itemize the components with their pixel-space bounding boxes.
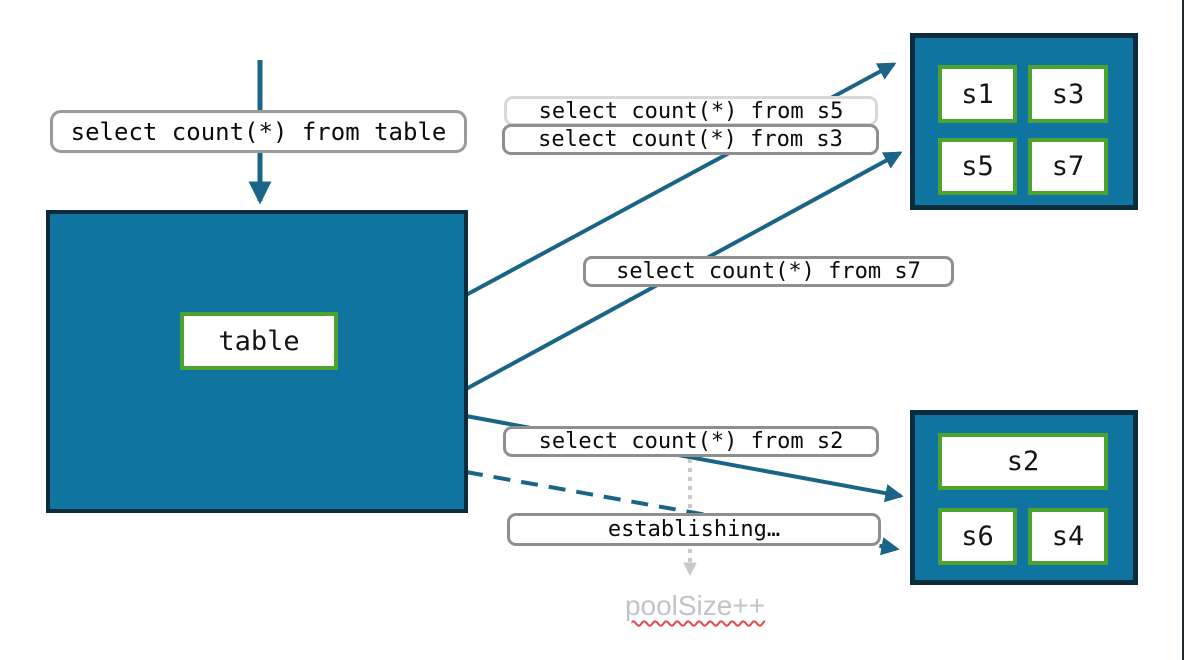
query-label-from-s2: select count(*) from s2 [503,426,879,457]
query-label-from-s7: select count(*) from s7 [583,256,954,287]
shard-s1: s1 [938,65,1017,123]
shard-s5: s5 [938,138,1017,195]
status-label-establishing: establishing… [507,513,881,546]
shard-group-odd: s1 s3 s5 s7 [910,33,1138,210]
shard-s3-label: s3 [1051,78,1085,110]
query-label-from-table: select count(*) from table [50,110,467,153]
shard-s7-label: s7 [1051,151,1085,182]
poolsize-annotation: poolSize++ [624,590,766,621]
shard-s2-label: s2 [1006,446,1040,477]
shard-s4-label: s4 [1051,521,1085,552]
slide-right-edge [1182,0,1184,660]
table-box: table [180,312,338,370]
shard-s6-label: s6 [961,521,994,552]
shard-s7: s7 [1028,138,1108,195]
shard-s5-label: s5 [961,151,994,182]
shard-group-even: s2 s6 s4 [910,410,1138,585]
table-label: table [218,325,300,357]
query-label-from-s5: select count(*) from s5 [504,96,878,126]
table-container-box: table [46,210,468,513]
shard-s3: s3 [1028,65,1108,123]
shard-s2: s2 [938,433,1108,490]
query-label-from-s3: select count(*) from s3 [502,124,879,155]
shard-s4: s4 [1028,508,1108,565]
shard-s6: s6 [938,508,1017,565]
shard-s1-label: s1 [961,78,994,110]
